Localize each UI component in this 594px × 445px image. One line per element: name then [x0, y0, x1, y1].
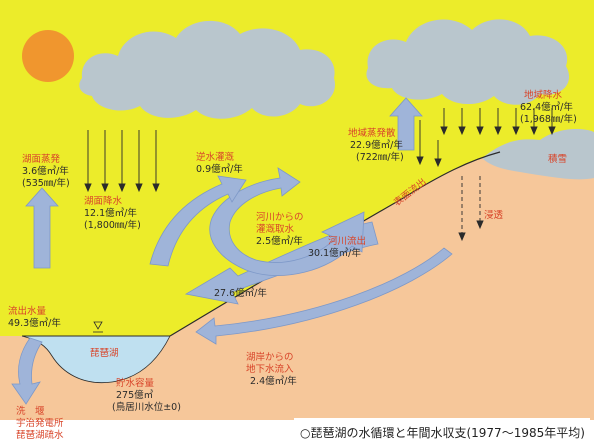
irrigation-loop-arrow: [209, 167, 365, 276]
mountain-slope: [169, 151, 501, 337]
cloud-left: [79, 20, 336, 119]
exit-canal: 琵琶湖疏水: [16, 430, 64, 441]
outflow-title: 流出水量: [8, 306, 47, 317]
area-evaporation-arrow: [389, 97, 423, 151]
infiltration-arrows: [458, 176, 484, 242]
area-precipitation-title: 地域降水: [524, 90, 563, 101]
groundwater-inflow-arrow: [195, 247, 453, 345]
storage-value: 275億㎥: [116, 390, 154, 401]
cloud-right: [366, 19, 570, 105]
snow-label: 積雪: [548, 154, 568, 165]
water-level-marker: [93, 321, 103, 330]
river-outflow-title: 河川流出: [328, 236, 367, 247]
area-evaporation-sub: (722㎜/年): [356, 152, 404, 163]
outflow-arrow: [11, 337, 43, 405]
area-precipitation-sub: (1,968㎜/年): [520, 114, 577, 125]
lake-evaporation-arrow: [25, 187, 59, 269]
lake-precipitation-arrows: [84, 130, 160, 193]
river-irrigation-value: 2.5億㎥/年: [256, 236, 303, 247]
reverse-irrigation-title: 逆水灌漑: [196, 152, 235, 163]
lake-biwa: [22, 336, 170, 383]
area-evaporation-title: 地域蒸発散: [348, 128, 396, 139]
groundwater-line1: 湖岸からの: [246, 352, 294, 363]
river-irrigation-line1: 河川からの: [256, 212, 304, 223]
figure-caption: ○琵琶湖の水循環と年間水収支(1977～1985年平均): [300, 426, 585, 440]
area-precipitation-arrows: [416, 108, 556, 168]
lake-precipitation-sub: (1,800㎜/年): [84, 220, 141, 231]
storage-sub: (鳥居川水位±0): [112, 402, 181, 413]
lake-evaporation-value: 3.6億㎥/年: [22, 166, 69, 177]
infiltration-label: 浸透: [484, 210, 504, 221]
storage-title: 貯水容量: [116, 378, 155, 389]
area-evaporation-value: 22.9億㎥/年: [350, 140, 403, 151]
groundwater-value: 2.4億㎥/年: [250, 376, 297, 387]
outflow-value: 49.3億㎥/年: [8, 318, 61, 329]
lake-label: 琵琶湖: [90, 348, 119, 359]
caption-box: [294, 418, 590, 440]
river-irrigation-line2: 灌漑取水: [256, 224, 295, 235]
exit-weir: 洗 堰: [16, 406, 45, 417]
lake-precipitation-title: 湖面降水: [84, 196, 123, 207]
sun-icon: [22, 30, 74, 82]
river-outflow-value: 30.1億㎥/年: [308, 248, 361, 259]
reverse-irrigation-arrow: [149, 175, 247, 267]
lake-evaporation-title: 湖面蒸発: [22, 154, 61, 165]
exit-power-station: 宇治発電所: [16, 418, 64, 429]
lake-evaporation-sub: (535㎜/年): [22, 178, 70, 189]
groundwater-line2: 地下水流入: [246, 364, 294, 375]
lake-precipitation-value: 12.1億㎥/年: [84, 208, 137, 219]
inflow-arrow-value: 27.6億㎥/年: [214, 288, 267, 299]
reverse-irrigation-value: 0.9億㎥/年: [196, 164, 243, 175]
area-precipitation-value: 62.4億㎥/年: [520, 102, 573, 113]
snow-cover: [482, 129, 594, 180]
